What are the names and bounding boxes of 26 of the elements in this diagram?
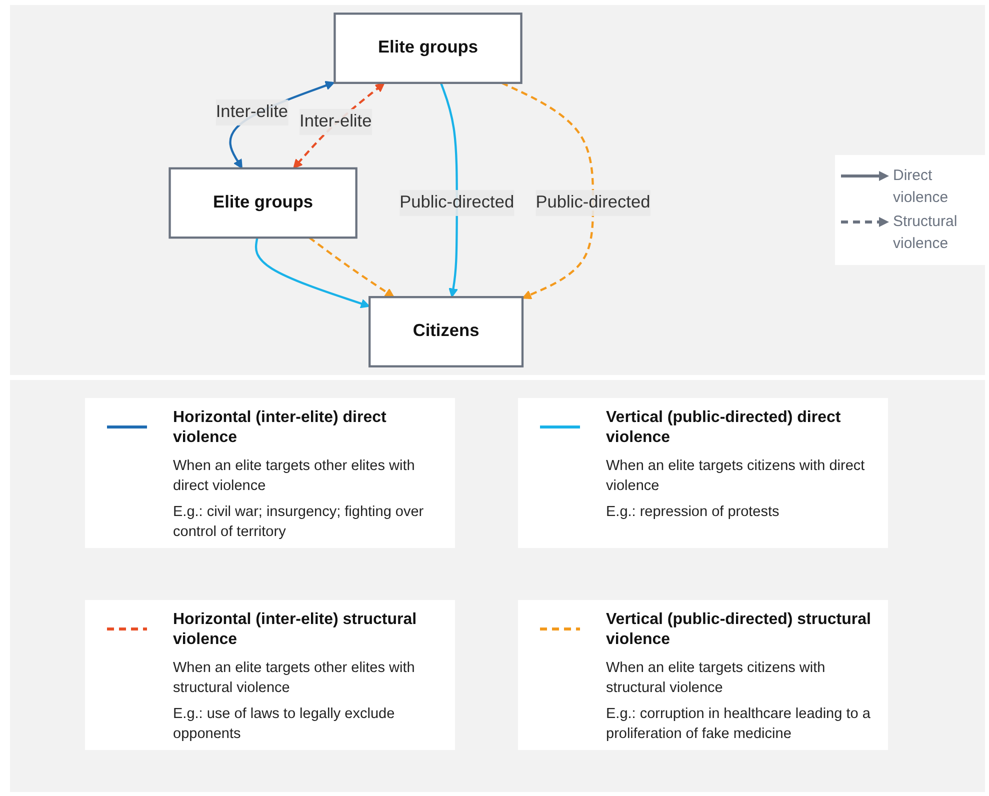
arrow [440, 82, 458, 298]
edge-label: Public-directed [400, 193, 514, 212]
arrow [254, 237, 370, 308]
node-box: Elite groups [168, 167, 358, 239]
example-text: E.g.: corruption in healthcare leading to a proliferation of fake medicine [606, 705, 872, 744]
node-box: Elite groups [334, 12, 522, 84]
description-text: When an elite targets other elites with direct violence [173, 457, 416, 496]
card-heading: Vertical (public-directed) structural violence [606, 610, 872, 650]
card-heading: Horizontal (inter-elite) direct violence [173, 408, 388, 448]
card-heading: Vertical (public-directed) direct violence [606, 408, 842, 448]
description-text: When an elite targets other elites with structural violence [173, 659, 416, 698]
legend-text: Structural violence [893, 212, 958, 254]
arrow [501, 82, 594, 300]
example-text: E.g.: repression of protests [606, 503, 780, 522]
card-heading: Horizontal (inter-elite) structural violence [173, 610, 418, 650]
edge-label: Inter-elite [300, 112, 372, 131]
edge-label: Inter-elite [216, 102, 288, 122]
description-text: When an elite targets citizens with direct violence [606, 457, 866, 496]
edge-label: Public-directed [536, 193, 650, 212]
description-text: When an elite targets citizens with structural violence [606, 659, 826, 698]
arrow [293, 82, 385, 169]
arrow [308, 236, 394, 298]
node-box: Citizens [368, 296, 524, 368]
example-text: E.g.: use of laws to legally exclude opponents [173, 705, 396, 744]
legend-text: Direct violence [893, 166, 950, 208]
example-text: E.g.: civil war; insurgency; fighting over control of territory [173, 503, 425, 542]
